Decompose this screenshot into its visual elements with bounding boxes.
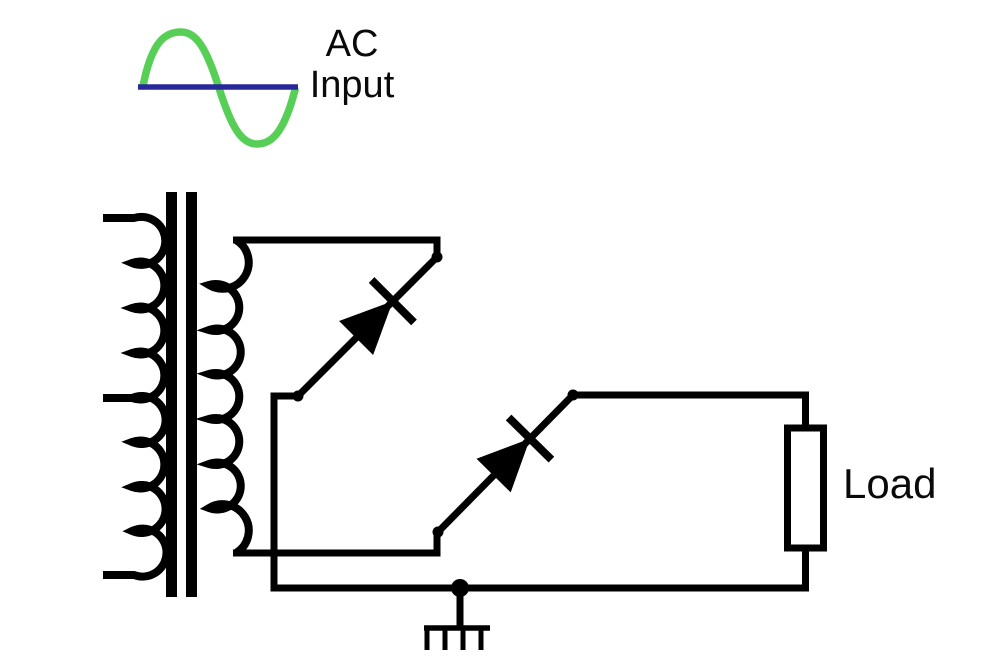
circuit xyxy=(103,192,827,650)
wire-output xyxy=(573,391,809,428)
ac-input-label-line2: Input xyxy=(309,64,395,106)
diode-2-cathode-bar xyxy=(505,414,555,463)
ac-input-label: AC Input xyxy=(296,24,408,106)
ground-symbol xyxy=(424,592,490,650)
ac-input-label-line1: AC xyxy=(325,23,379,65)
transformer-core-bar-right xyxy=(186,192,197,597)
transformer-secondary-coil xyxy=(195,236,253,557)
connection-dot xyxy=(431,251,443,263)
junction-dot xyxy=(451,579,469,597)
diode-1-cathode-bar xyxy=(368,277,417,326)
diode-2 xyxy=(434,392,576,536)
connection-dot xyxy=(292,390,304,402)
connection-dots xyxy=(292,251,579,597)
load-label: Load xyxy=(843,460,937,507)
diode-2-triangle xyxy=(476,438,530,493)
transformer-core-bar-left xyxy=(166,192,177,597)
transformer-primary-coil xyxy=(103,212,171,581)
wire-secondary-top-lead xyxy=(233,236,441,256)
ac-input-waveform xyxy=(138,28,299,148)
diode-1 xyxy=(295,254,440,399)
wire-secondary-bottom-lead xyxy=(233,533,441,557)
load-resistor xyxy=(784,424,827,552)
connection-dot xyxy=(567,389,579,401)
wire-return-path xyxy=(270,392,809,592)
diode-1-triangle xyxy=(339,301,393,355)
transformer xyxy=(103,192,253,597)
connection-dot xyxy=(432,526,444,538)
